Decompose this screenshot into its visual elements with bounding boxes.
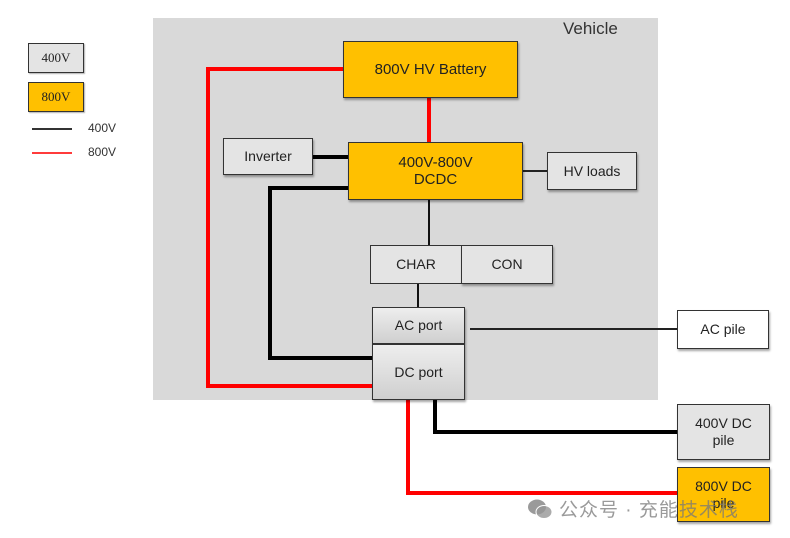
dc400-pile-label-line1: 400V DC <box>695 415 752 431</box>
legend-line-800v-label: 800V <box>88 145 117 159</box>
watermark: 公众号 · 充能技术栈 <box>527 495 739 522</box>
dc400-pile-label-line2: pile <box>712 432 735 448</box>
dcdc-label-line1: 400V-800V <box>398 154 473 171</box>
wire-400v-dcport-to-dc400pile <box>433 400 677 434</box>
legend-box-800v: 800V <box>28 82 84 112</box>
wire-400v-dcdc-to-dcport <box>268 186 373 360</box>
dc800-pile-block: 800V DC pile <box>677 467 770 522</box>
dc800-pile-label-line2: pile <box>712 494 735 511</box>
dc800-pile-label-line1: 800V DC <box>695 477 752 494</box>
wire-800v-dcport-to-dc800pile <box>406 400 677 495</box>
ac-pile-label: AC pile <box>700 321 746 337</box>
battery-label: 800V HV Battery <box>374 61 487 78</box>
ac-pile-block: AC pile <box>677 310 769 349</box>
hv-loads-block: HV loads <box>547 152 637 190</box>
ac-port-block: AC port <box>372 307 465 344</box>
char-block: CHAR <box>370 245 462 284</box>
hv-loads-label: HV loads <box>563 162 621 179</box>
wire-800v-battery-to-dcport <box>206 67 373 388</box>
dc-port-block: DC port <box>372 344 465 400</box>
dcdc-block: 400V-800V DCDC <box>348 142 523 200</box>
inverter-label: Inverter <box>244 148 292 164</box>
ac-port-label: AC port <box>394 317 443 333</box>
legend-line-400v <box>32 128 72 130</box>
legend-box-400v-label: 400V <box>41 50 71 65</box>
legend-line-800v <box>32 152 72 154</box>
battery-block: 800V HV Battery <box>343 41 518 98</box>
con-block: CON <box>461 245 553 284</box>
dcdc-label-line2: DCDC <box>413 171 458 188</box>
inverter-block: Inverter <box>223 138 313 175</box>
dc-port-label: DC port <box>394 363 443 380</box>
con-label: CON <box>491 256 523 272</box>
char-label: CHAR <box>396 256 436 272</box>
legend-box-800v-label: 800V <box>41 89 71 104</box>
watermark-text: 公众号 · 充能技术栈 <box>559 500 739 521</box>
dc400-pile-block: 400V DC pile <box>677 404 770 460</box>
vehicle-label: Vehicle <box>563 19 618 38</box>
legend-box-400v: 400V <box>28 43 84 73</box>
legend-line-400v-label: 400V <box>88 121 117 135</box>
wechat-icon <box>528 499 553 519</box>
